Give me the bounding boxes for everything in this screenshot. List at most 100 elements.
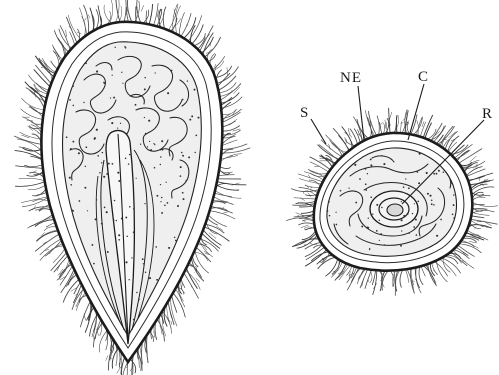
cell-dot — [401, 219, 403, 221]
cell-dot — [149, 277, 151, 279]
hair — [52, 45, 62, 61]
cell-dot — [182, 192, 184, 194]
cell-dot — [91, 244, 93, 246]
cell-dot — [408, 187, 410, 189]
cell-dot — [365, 189, 367, 191]
hair — [385, 120, 386, 129]
cell-dot — [156, 195, 158, 197]
hair — [338, 135, 344, 142]
hair — [70, 32, 75, 46]
cell-dot — [122, 83, 123, 84]
hair — [216, 185, 239, 190]
hair — [305, 228, 315, 230]
hair — [34, 69, 50, 86]
cell-dot — [118, 180, 120, 182]
cell-dot — [143, 263, 144, 264]
cell-dot — [381, 155, 382, 156]
cell-dot — [431, 203, 433, 205]
cell-dot — [194, 89, 196, 91]
cell-dot — [103, 176, 105, 178]
hair — [472, 187, 495, 195]
hair — [51, 253, 67, 271]
hair — [213, 61, 224, 71]
hair — [84, 18, 86, 21]
cell-dot — [70, 184, 72, 186]
cell-dot — [104, 207, 106, 209]
hair — [431, 123, 443, 141]
cell-dot — [136, 292, 137, 293]
cell-dot — [144, 117, 145, 118]
cell-dot — [167, 92, 169, 94]
cell-dot — [453, 217, 454, 218]
cell-dot — [195, 135, 197, 137]
hair — [329, 144, 331, 150]
hair — [417, 120, 419, 126]
hair — [124, 0, 126, 22]
cell-dot — [335, 212, 336, 213]
cell-dot — [452, 213, 454, 215]
cell-dot — [69, 177, 71, 179]
hair — [357, 269, 365, 284]
cell-dot — [142, 258, 144, 260]
cell-dot — [328, 201, 330, 203]
cell-dot — [94, 137, 96, 139]
hair — [347, 266, 353, 276]
cell-dot — [117, 128, 118, 129]
cell-dot — [348, 187, 349, 188]
cell-dot — [336, 224, 338, 226]
cell-dot — [160, 201, 161, 202]
cell-dot — [108, 163, 110, 165]
hair — [136, 6, 137, 22]
hair — [440, 126, 453, 146]
hair — [222, 144, 248, 150]
cell-dot — [194, 152, 195, 153]
cell-dot — [426, 172, 428, 174]
cell-dot — [417, 201, 419, 203]
hair — [325, 259, 338, 277]
cell-dot — [115, 47, 116, 48]
cell-dot — [96, 70, 98, 72]
cell-dot — [181, 152, 183, 154]
cell-dot — [113, 97, 115, 99]
cell-dot — [406, 215, 407, 216]
cell-dot — [162, 149, 164, 151]
cell-dot — [99, 172, 101, 174]
hair — [34, 171, 37, 172]
cell-dot — [114, 200, 116, 202]
cell-dot — [164, 205, 166, 207]
label-C: C — [418, 69, 429, 85]
cell-dot — [155, 246, 157, 248]
cell-dot — [414, 203, 415, 204]
hair — [54, 30, 68, 52]
hair — [196, 278, 200, 282]
cell-dot — [87, 210, 88, 211]
cell-dot — [126, 235, 128, 237]
cell-dot — [83, 102, 84, 103]
hair — [301, 211, 314, 214]
cell-dot — [370, 164, 372, 166]
hair — [354, 129, 360, 143]
hair — [127, 0, 131, 22]
cell-dot — [167, 202, 169, 204]
hair — [66, 30, 67, 37]
hair — [29, 125, 42, 128]
hair — [421, 266, 425, 276]
cell-dot — [187, 80, 188, 81]
cell-dot — [438, 170, 440, 172]
longitudinal-section — [14, 0, 250, 375]
cell-dot — [182, 99, 184, 101]
cell-dot — [403, 186, 405, 188]
hair — [90, 8, 94, 31]
cell-dot — [125, 217, 127, 219]
hair — [141, 5, 144, 11]
cell-dot — [367, 227, 369, 229]
cell-dot — [124, 46, 125, 47]
hair — [471, 216, 484, 218]
cell-dot — [436, 173, 438, 175]
hair — [308, 193, 311, 197]
cell-dot — [171, 70, 173, 72]
cell-dot — [97, 155, 99, 157]
cell-dot — [376, 230, 378, 232]
cell-dot — [118, 234, 120, 236]
